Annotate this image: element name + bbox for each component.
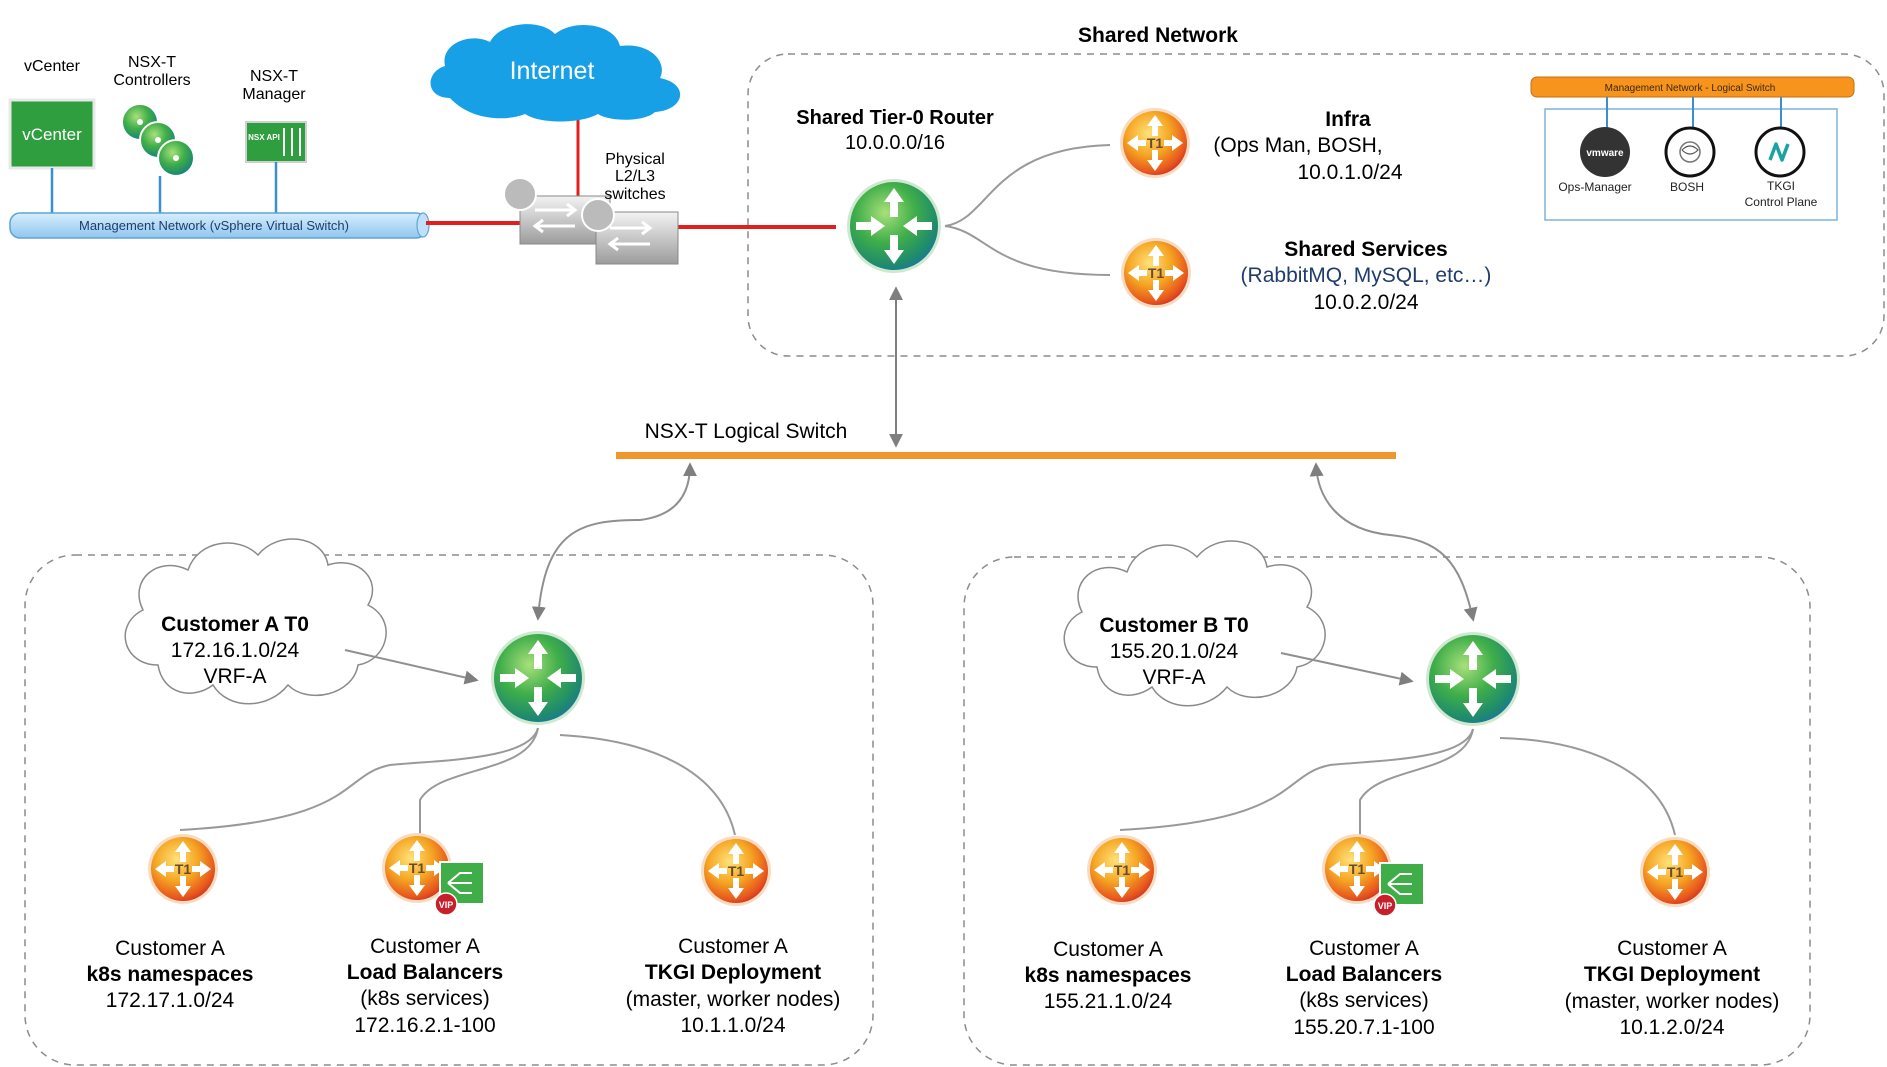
nsx-api-badge: NSX API [248, 133, 280, 142]
link-tier0-infra [944, 144, 1111, 227]
customer-a-t0-vrf: VRF-A [204, 665, 267, 688]
customer-a-boundary [24, 554, 874, 1066]
physical-line2: L2/L3 [615, 168, 655, 185]
shared-services-cidr: 10.0.2.0/24 [1313, 291, 1418, 314]
physical-line3: switches [604, 186, 665, 203]
customer-b-lb-line2: Load Balancers [1286, 963, 1442, 986]
infra-cidr: 10.0.1.0/24 [1297, 161, 1402, 184]
mgmt-logical-switch-label: Management Network - Logical Switch [1605, 83, 1776, 94]
customer-a-tkgi-t1-icon[interactable] [701, 836, 771, 906]
shared-tier0-router-icon[interactable] [847, 179, 941, 273]
logical-switch-label: NSX-T Logical Switch [645, 420, 848, 443]
customer-b-vrf-link [1280, 652, 1414, 686]
customer-b-vip-badge: VIP [1378, 901, 1393, 911]
customer-b-lb-line3: (k8s services) [1299, 989, 1429, 1012]
customer-b-t0-router-icon[interactable] [1426, 632, 1520, 726]
customer-b-ns-line3: 155.21.1.0/24 [1044, 990, 1173, 1013]
customer-b-tkgi-line1: Customer A [1617, 937, 1727, 960]
customer-a-group: Customer A T0 172.16.1.0/24 VRF-A VIP Cu… [24, 538, 874, 1066]
internet-label: Internet [510, 57, 595, 85]
customer-b-lb-icon: VIP [1373, 862, 1425, 917]
tier0-cidr: 10.0.0.0/16 [845, 132, 945, 154]
customer-a-ns-line3: 172.17.1.0/24 [106, 989, 235, 1012]
shared-network-group: Shared Network Shared Tier-0 Router 10.0… [747, 24, 1885, 357]
customer-b-lb-line4: 155.20.7.1-100 [1293, 1016, 1434, 1039]
bosh-icon [1664, 126, 1716, 178]
customer-b-uplink [1309, 462, 1478, 622]
management-area: vCenter vCenter NSX-T Controllers NSX-T … [8, 24, 836, 265]
vcenter-caption: vCenter [24, 58, 81, 75]
controllers-line1: NSX-T [128, 54, 176, 71]
vmware-icon: vmware [1580, 127, 1630, 177]
customer-b-tkgi-t1-icon[interactable] [1640, 837, 1710, 907]
mgmt-logical-switch-panel: Management Network - Logical Switch vmwa… [1530, 76, 1855, 221]
manager-line1: NSX-T [250, 68, 298, 85]
ops-manager-label: Ops-Manager [1558, 180, 1631, 194]
customer-a-t0-router-icon[interactable] [491, 631, 585, 725]
infra-t1-router-icon[interactable] [1120, 108, 1190, 178]
vcenter-badge: vCenter [22, 125, 82, 144]
tkgi-icon [1754, 126, 1806, 178]
customer-b-tkgi-line2: TKGI Deployment [1584, 963, 1760, 986]
customer-a-lb-line3: (k8s services) [360, 987, 490, 1010]
customer-b-tkgi-line4: 10.1.2.0/24 [1619, 1016, 1724, 1039]
infra-detail: (Ops Man, BOSH, [1213, 134, 1382, 157]
customer-b-lb-line1: Customer A [1309, 937, 1419, 960]
bosh-label: BOSH [1670, 180, 1704, 194]
customer-a-tkgi-line3: (master, worker nodes) [626, 988, 841, 1011]
shared-services-t1-router-icon[interactable] [1121, 238, 1191, 308]
customer-b-ns-line2: k8s namespaces [1025, 964, 1192, 987]
customer-a-link-ns [179, 727, 539, 831]
infra-title: Infra [1325, 108, 1371, 131]
tkgi-label-2: Control Plane [1745, 195, 1818, 209]
customer-b-group: Customer B T0 155.20.1.0/24 VRF-A VIP Cu… [963, 540, 1811, 1066]
link-tier0-shared-services [944, 225, 1111, 276]
shared-services-detail: (RabbitMQ, MySQL, etc…) [1241, 264, 1492, 287]
customer-b-ns-t1-icon[interactable] [1087, 835, 1157, 905]
customer-a-link-tkgi [559, 734, 736, 836]
customer-a-tkgi-line1: Customer A [678, 935, 788, 958]
customer-a-t0-title: Customer A T0 [161, 613, 309, 636]
management-network-label: Management Network (vSphere Virtual Swit… [79, 218, 349, 233]
vcenter-icon[interactable] [8, 98, 96, 170]
customer-a-uplink [531, 462, 697, 621]
customer-a-t0-cidr: 172.16.1.0/24 [171, 639, 300, 662]
vmware-logo-text: vmware [1586, 148, 1624, 159]
customer-a-ns-line2: k8s namespaces [87, 963, 254, 986]
customer-b-link-ns [1119, 728, 1474, 831]
customer-a-lb-line2: Load Balancers [347, 961, 503, 984]
customer-a-vip-badge: VIP [439, 900, 454, 910]
tier0-title: Shared Tier-0 Router [796, 107, 994, 129]
customer-a-lb-icon: VIP [434, 861, 485, 916]
customer-b-tkgi-line3: (master, worker nodes) [1565, 990, 1780, 1013]
customer-b-t0-title: Customer B T0 [1099, 614, 1248, 637]
customer-b-link-lb [1359, 728, 1474, 836]
nsx-manager-icon[interactable]: NSX API [245, 121, 307, 163]
customer-b-t0-vrf: VRF-A [1143, 666, 1206, 689]
customer-a-link-lb [419, 727, 539, 836]
internet-cloud-icon[interactable]: Internet [430, 24, 681, 122]
customer-a-lb-line4: 172.16.2.1-100 [354, 1014, 495, 1037]
nsx-controllers-icon[interactable] [121, 103, 195, 177]
customer-b-t0-cidr: 155.20.1.0/24 [1110, 640, 1239, 663]
customer-a-tkgi-line2: TKGI Deployment [645, 961, 821, 984]
nsx-t-logical-switch [616, 452, 1396, 459]
customer-a-tkgi-line4: 10.1.1.0/24 [680, 1014, 785, 1037]
customer-b-link-tkgi [1499, 737, 1676, 836]
customer-a-ns-t1-icon[interactable] [148, 834, 218, 904]
physical-switches-icon[interactable] [503, 177, 679, 265]
shared-services-title: Shared Services [1284, 238, 1447, 261]
physical-line1: Physical [605, 151, 665, 168]
customer-a-ns-line1: Customer A [115, 937, 225, 960]
manager-line2: Manager [242, 86, 306, 103]
shared-network-title: Shared Network [1078, 24, 1238, 47]
customer-a-lb-line1: Customer A [370, 935, 480, 958]
customer-b-ns-line1: Customer A [1053, 938, 1163, 961]
tkgi-label: TKGI [1767, 179, 1795, 193]
controllers-line2: Controllers [113, 72, 190, 89]
customer-a-vrf-link [344, 649, 479, 685]
customer-b-boundary [963, 556, 1811, 1066]
